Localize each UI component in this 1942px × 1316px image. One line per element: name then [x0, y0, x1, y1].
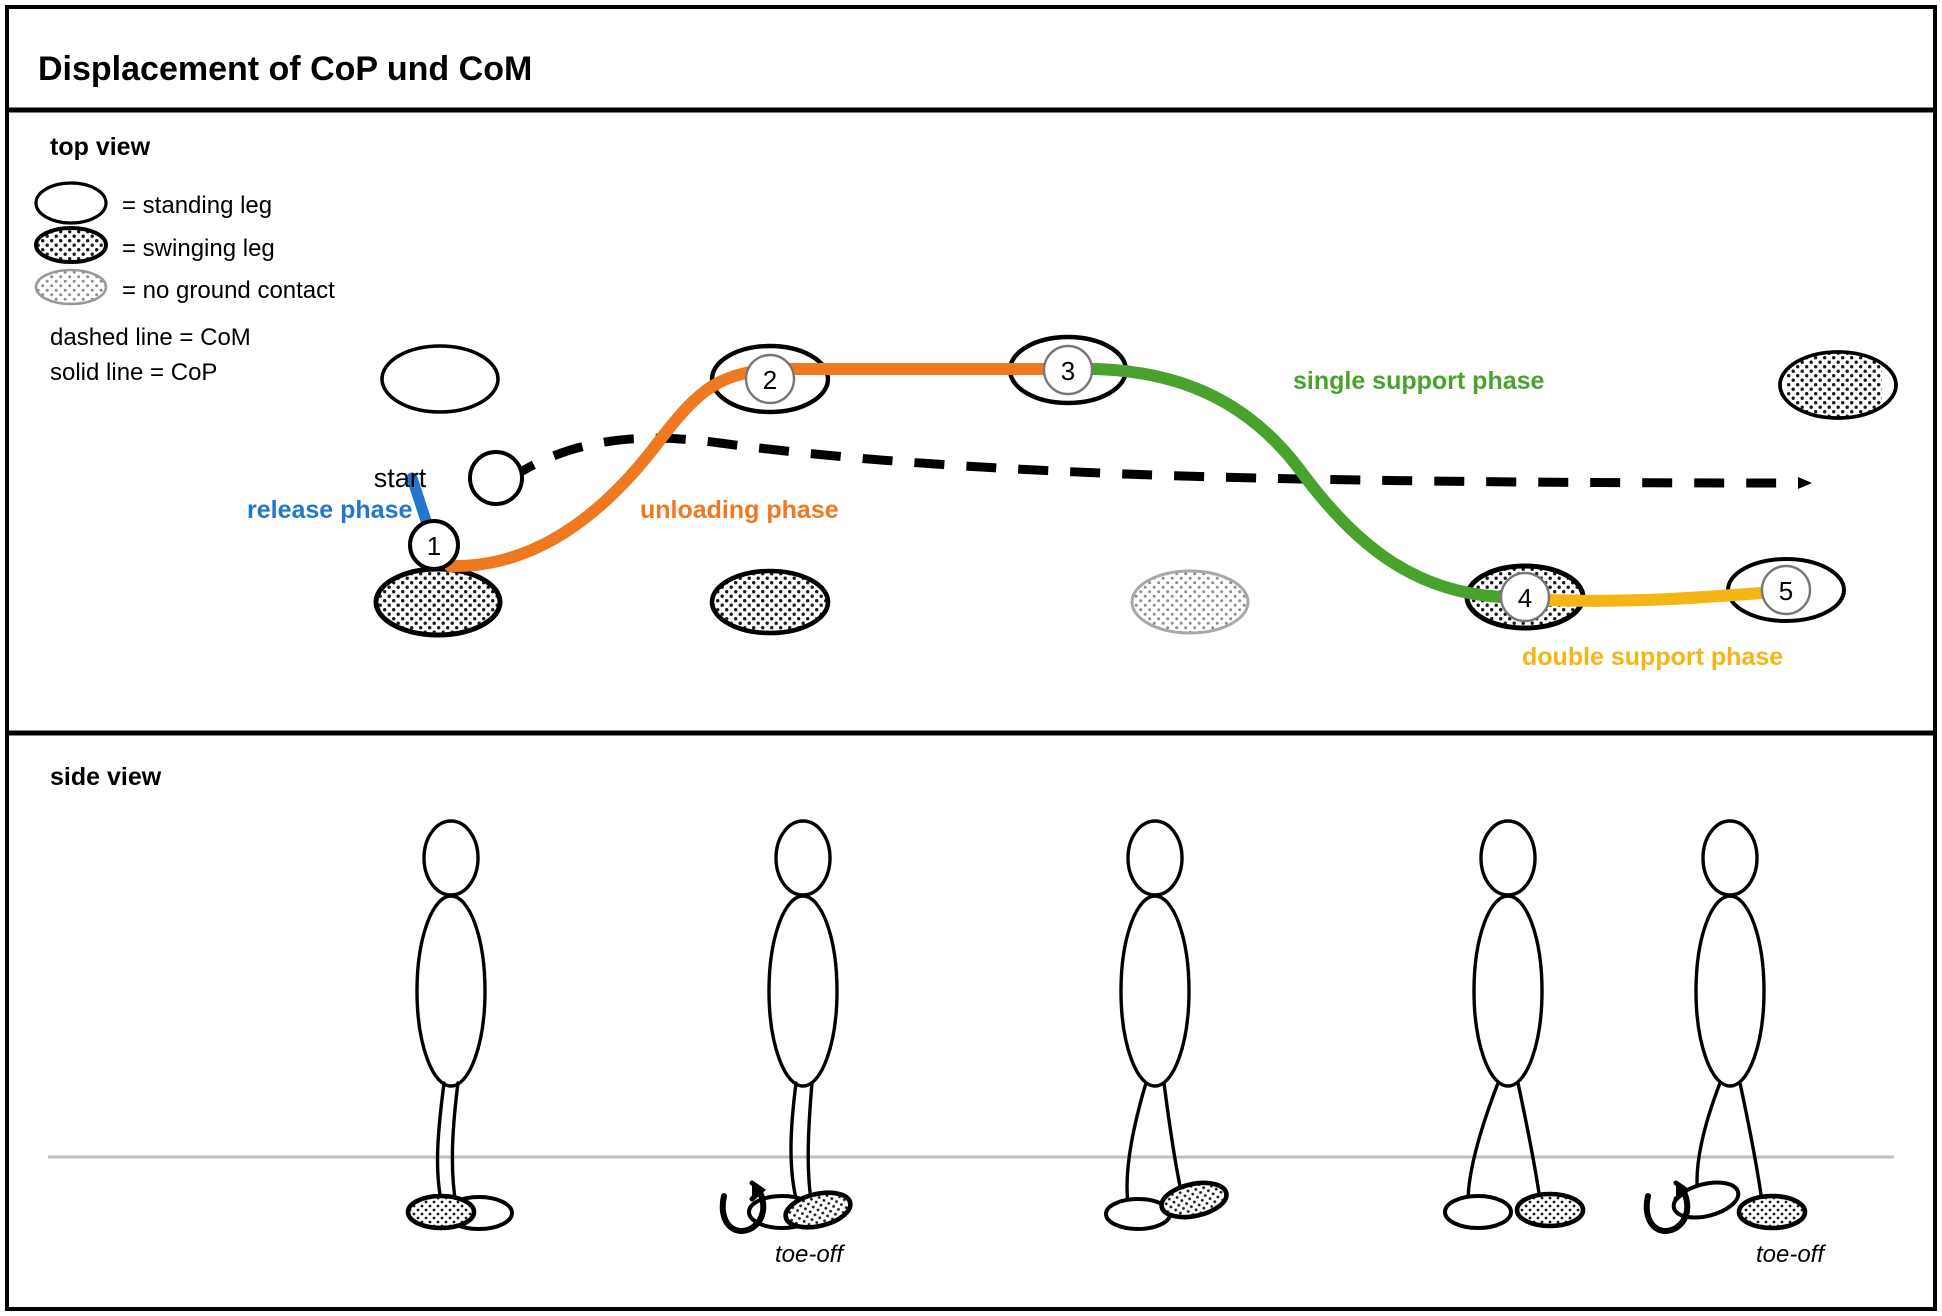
cop-marker-1-label: 1 [427, 531, 441, 561]
stick-figure-2 [719, 819, 853, 1234]
legend-swinging-leg-icon [34, 226, 108, 264]
figure-border [5, 5, 1937, 1311]
legend-swinging-leg-label: = swinging leg [122, 235, 275, 262]
legend-standing-leg-label: = standing leg [122, 192, 272, 219]
toe-off-label-1: toe-off [775, 1241, 845, 1268]
phase-label-double-support: double support phase [1522, 643, 1783, 671]
cop-marker-4: 4 [1499, 571, 1551, 623]
page-title: Displacement of CoP und CoM [38, 50, 532, 88]
cop-marker-5: 5 [1760, 564, 1812, 616]
legend-top-view: = standing leg = swinging leg = no groun… [34, 181, 335, 386]
stick-figure-3 [1104, 819, 1229, 1231]
cop-single-support-phase-line [1062, 362, 1506, 603]
stick-figure-5 [1643, 819, 1808, 1234]
top-view-label: top view [50, 133, 151, 161]
start-label: start [374, 463, 427, 493]
legend-cop-line-label: solid line = CoP [50, 359, 217, 386]
stick-figure-4 [1443, 819, 1586, 1230]
toe-off-label-2: toe-off [1756, 1241, 1826, 1268]
cop-marker-4-label: 4 [1518, 583, 1532, 613]
cop-marker-1: 1 [408, 519, 460, 571]
phase-label-unloading: unloading phase [640, 496, 839, 524]
stick-figure-1 [405, 819, 514, 1231]
cop-double-support-phase-line [1519, 585, 1792, 607]
cop-unloading-phase-line [444, 363, 1080, 573]
side-view-label: side view [50, 763, 162, 791]
legend-no-ground-contact-label: = no ground contact [122, 277, 335, 304]
footprint-bottom-2 [709, 568, 831, 636]
cop-marker-3-label: 3 [1061, 356, 1075, 386]
footprint-top-4-half-dotted [1778, 350, 1898, 420]
phase-label-release: release phase [247, 496, 412, 524]
com-trajectory-dashed [505, 433, 1812, 489]
cop-marker-3: 3 [1042, 344, 1094, 396]
cop-marker-2-label: 2 [763, 365, 777, 395]
legend-no-ground-contact-icon [34, 268, 108, 306]
phase-label-single-support: single support phase [1293, 367, 1545, 395]
footprint-bottom-3-no-contact [1130, 569, 1250, 635]
footprint-bottom-1 [373, 566, 503, 638]
cop-marker-5-label: 5 [1779, 576, 1793, 606]
legend-com-line-label: dashed line = CoM [50, 324, 251, 351]
footprint-top-1 [380, 344, 500, 414]
cop-marker-2: 2 [744, 353, 796, 405]
start-marker-circle [468, 450, 524, 506]
legend-standing-leg-icon [34, 181, 108, 225]
